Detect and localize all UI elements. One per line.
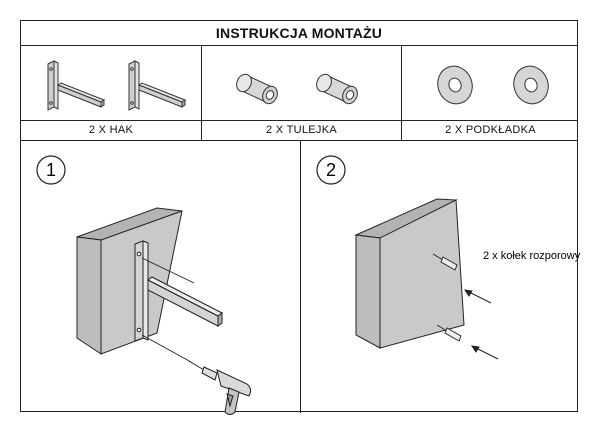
part-label-washer: 2 X PODKŁADKA [445,124,536,136]
instruction-sheet: INSTRUKCJA MONTAŻU [20,20,581,415]
step-1-badge [36,155,66,185]
parts-labels-row: 2 X HAK 2 X TULEJKA 2 X PODKŁADKA [21,120,577,141]
parts-cell-sleeves [202,45,402,120]
page-title: INSTRUKCJA MONTAŻU [215,25,383,41]
step-2-illustration: 2 2 x kołek ro [316,155,581,360]
step-1-illustration: 1 [36,155,252,415]
steps-row: 1 [21,140,581,415]
part-label-hook: 2 X HAK [21,120,202,140]
drill-icon [188,360,252,415]
step-2-number: 2 [326,160,336,180]
sleeve-icon [236,73,358,105]
step-2-panel: 2 2 x kołek ro [301,140,581,413]
title-row: INSTRUKCJA MONTAŻU [21,21,577,46]
hook-bracket-icon [47,60,187,111]
washer-icon [437,65,549,105]
hook-bracket-icon [134,240,223,342]
insert-arrows [463,289,499,360]
step-1-panel: 1 [21,140,301,415]
parts-cell-washers [402,45,579,120]
step-2-badge [316,155,346,185]
parts-row [21,45,577,121]
part-label-sleeve: 2 X TULEJKA [202,120,402,140]
step-1-number: 1 [46,160,56,180]
parts-cell-hooks [21,45,202,120]
wall-plug-icon [432,253,462,342]
wall-plug-annotation: 2 x kołek rozporowy [483,250,581,262]
